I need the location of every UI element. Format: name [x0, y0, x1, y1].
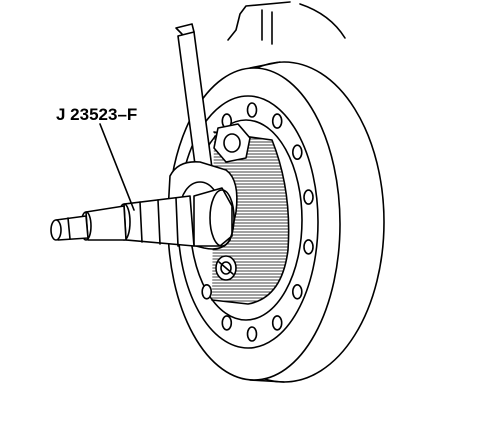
bolt-hole: [271, 315, 283, 331]
bolt-hole: [221, 315, 233, 331]
bolt-hole: [201, 283, 212, 300]
tool-callout: J 23523–F: [56, 105, 137, 211]
puller-center-nut: [213, 123, 251, 163]
bolt-hole: [303, 239, 314, 255]
bolt-hole: [246, 326, 258, 342]
puller-tool: [50, 187, 235, 247]
tool-callout-label: J 23523–F: [56, 105, 137, 124]
bolt-hole: [291, 283, 303, 300]
hub-bolt: [215, 255, 237, 281]
bolt-hole: [291, 144, 303, 160]
balancer-bolt-holes: [201, 102, 314, 342]
bolt-hole: [246, 102, 258, 118]
bolt-hole: [271, 113, 283, 129]
engine-block-outline: [227, 1, 346, 45]
bolt-hole: [303, 189, 314, 205]
